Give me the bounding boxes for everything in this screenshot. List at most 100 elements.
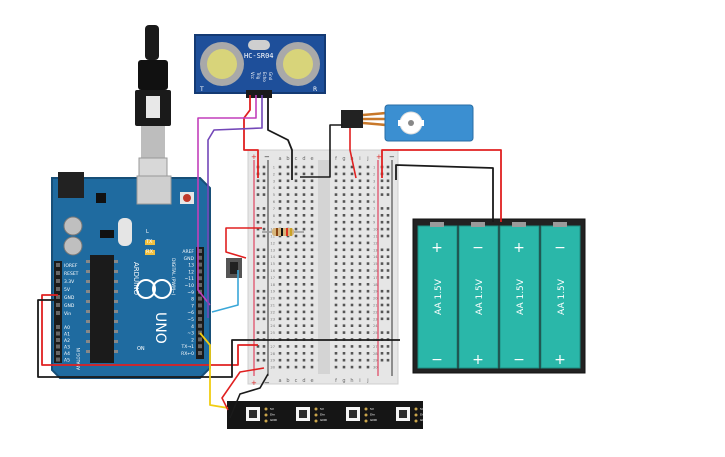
breadboard-hole[interactable]	[294, 331, 298, 334]
breadboard-hole[interactable]	[310, 220, 314, 224]
rail-hole[interactable]	[262, 296, 266, 300]
rail-hole[interactable]	[386, 317, 390, 321]
rail-hole[interactable]	[380, 214, 384, 217]
breadboard-hole[interactable]	[342, 186, 346, 189]
breadboard-hole[interactable]	[294, 220, 298, 224]
breadboard-hole[interactable]	[358, 289, 362, 293]
breadboard-hole[interactable]	[334, 289, 338, 293]
resistor[interactable]	[262, 228, 304, 236]
rail-hole[interactable]	[386, 345, 390, 348]
rail-hole[interactable]	[262, 269, 266, 272]
breadboard-hole[interactable]	[342, 165, 346, 169]
rail-hole[interactable]	[262, 331, 266, 334]
breadboard-hole[interactable]	[286, 289, 290, 293]
rail-hole[interactable]	[386, 172, 390, 176]
rail-hole[interactable]	[386, 234, 390, 238]
breadboard-hole[interactable]	[350, 262, 354, 265]
breadboard-hole[interactable]	[278, 331, 282, 334]
breadboard-hole[interactable]	[278, 303, 282, 307]
breadboard-hole[interactable]	[286, 179, 290, 183]
rail-hole[interactable]	[256, 303, 260, 307]
breadboard-hole[interactable]	[302, 352, 306, 355]
breadboard-hole[interactable]	[366, 296, 370, 300]
breadboard-hole[interactable]	[286, 220, 290, 224]
rail-hole[interactable]	[380, 352, 384, 355]
rail-hole[interactable]	[262, 276, 266, 279]
breadboard-hole[interactable]	[358, 296, 362, 300]
breadboard-hole[interactable]	[342, 358, 346, 362]
breadboard-hole[interactable]	[334, 317, 338, 321]
rail-hole[interactable]	[262, 310, 266, 314]
breadboard-hole[interactable]	[342, 269, 346, 272]
breadboard-hole[interactable]	[302, 269, 306, 272]
rail-hole[interactable]	[380, 248, 384, 252]
breadboard-hole[interactable]	[358, 365, 362, 369]
breadboard-hole[interactable]	[286, 317, 290, 321]
breadboard-hole[interactable]	[366, 283, 370, 286]
rail-hole[interactable]	[262, 289, 266, 293]
breadboard-hole[interactable]	[366, 352, 370, 355]
breadboard-hole[interactable]	[278, 220, 282, 224]
breadboard-hole[interactable]	[302, 220, 306, 224]
rail-hole[interactable]	[380, 289, 384, 293]
breadboard-hole[interactable]	[366, 255, 370, 258]
breadboard-hole[interactable]	[294, 283, 298, 286]
digital-pin[interactable]	[198, 337, 202, 342]
breadboard-hole[interactable]	[302, 296, 306, 300]
breadboard-hole[interactable]	[358, 345, 362, 348]
rail-hole[interactable]	[386, 352, 390, 355]
breadboard-hole[interactable]	[310, 214, 314, 217]
breadboard-hole[interactable]	[286, 207, 290, 210]
breadboard-hole[interactable]	[278, 269, 282, 272]
breadboard-hole[interactable]	[278, 241, 282, 245]
breadboard-hole[interactable]	[334, 365, 338, 369]
breadboard-hole[interactable]	[350, 248, 354, 252]
breadboard-hole[interactable]	[294, 317, 298, 321]
rail-hole[interactable]	[262, 179, 266, 183]
breadboard-hole[interactable]	[278, 352, 282, 355]
breadboard-hole[interactable]	[278, 296, 282, 300]
breadboard-hole[interactable]	[302, 289, 306, 293]
breadboard-hole[interactable]	[366, 241, 370, 245]
breadboard-hole[interactable]	[350, 296, 354, 300]
breadboard-hole[interactable]	[278, 179, 282, 183]
breadboard-hole[interactable]	[358, 262, 362, 265]
power-pin[interactable]	[56, 287, 60, 291]
rail-hole[interactable]	[380, 234, 384, 238]
breadboard-hole[interactable]	[278, 310, 282, 314]
rail-hole[interactable]	[262, 214, 266, 217]
digital-pin[interactable]	[198, 283, 202, 287]
breadboard-hole[interactable]	[286, 193, 290, 196]
breadboard-hole[interactable]	[350, 193, 354, 196]
rail-hole[interactable]	[386, 165, 390, 169]
breadboard-hole[interactable]	[278, 276, 282, 279]
rail-hole[interactable]	[262, 317, 266, 321]
breadboard-hole[interactable]	[294, 165, 298, 169]
breadboard-hole[interactable]	[366, 303, 370, 307]
breadboard-hole[interactable]	[310, 283, 314, 286]
digital-pin[interactable]	[198, 330, 202, 335]
breadboard-hole[interactable]	[334, 193, 338, 196]
rail-hole[interactable]	[380, 220, 384, 224]
breadboard-hole[interactable]	[334, 214, 338, 217]
rail-hole[interactable]	[386, 220, 390, 224]
breadboard-hole[interactable]	[310, 289, 314, 293]
rail-hole[interactable]	[256, 227, 260, 231]
rail-hole[interactable]	[386, 248, 390, 252]
breadboard-hole[interactable]	[350, 365, 354, 369]
rail-hole[interactable]	[380, 193, 384, 196]
breadboard-hole[interactable]	[366, 214, 370, 217]
breadboard-hole[interactable]	[342, 352, 346, 355]
breadboard-hole[interactable]	[350, 276, 354, 279]
breadboard-hole[interactable]	[350, 234, 354, 238]
breadboard-hole[interactable]	[366, 358, 370, 362]
digital-pin[interactable]	[198, 276, 202, 281]
breadboard-hole[interactable]	[350, 310, 354, 314]
breadboard-hole[interactable]	[334, 241, 338, 245]
breadboard-hole[interactable]	[310, 241, 314, 245]
breadboard-hole[interactable]	[294, 345, 298, 348]
digital-pin[interactable]	[198, 296, 202, 301]
rail-hole[interactable]	[386, 179, 390, 183]
breadboard-hole[interactable]	[310, 269, 314, 272]
breadboard-hole[interactable]	[342, 220, 346, 224]
